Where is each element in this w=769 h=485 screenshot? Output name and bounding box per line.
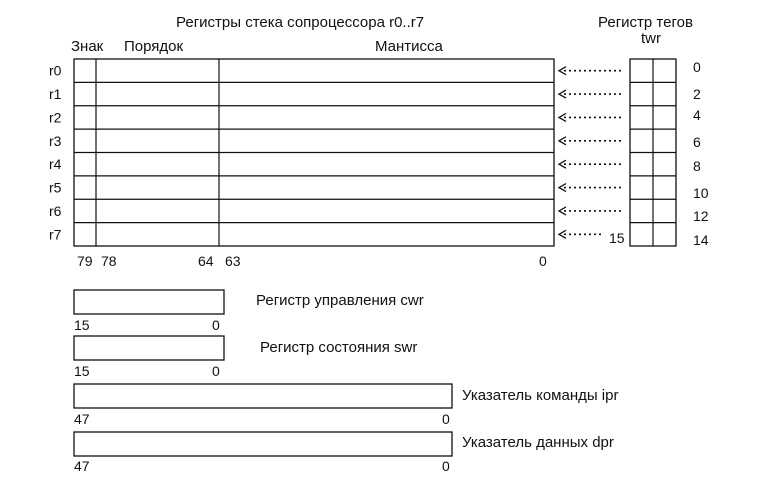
dpr-register-label: Указатель данных dpr <box>462 434 614 451</box>
tag-link-arrow-r2 <box>557 112 622 123</box>
dpr-bit-0-label: 0 <box>442 458 450 474</box>
ipr-register-label: Указатель команды ipr <box>462 387 618 404</box>
stack-row-label-r2: r2 <box>49 109 62 125</box>
tag-link-arrow-r5 <box>557 182 622 193</box>
stack-register-grid <box>73 58 555 247</box>
tag-register-grid <box>629 58 677 247</box>
field-exponent-label: Порядок <box>124 38 184 55</box>
stack-row-label-r5: r5 <box>49 180 62 196</box>
cwr-register-label: Регистр управления cwr <box>256 292 424 309</box>
tag-link-arrow-r1 <box>557 89 622 99</box>
tag-register-title: Регистр тегов <box>598 14 693 31</box>
tag-number-label: 2 <box>693 86 701 102</box>
ipr-bit-0-label: 0 <box>442 411 450 427</box>
stack-row-label-r3: r3 <box>49 133 62 149</box>
tag-link-arrow-r4 <box>557 159 622 169</box>
bit-63-label: 63 <box>225 253 241 269</box>
swr-bit-15-label: 15 <box>74 363 90 379</box>
bit-78-label: 78 <box>101 253 117 269</box>
stack-row-label-r0: r0 <box>49 63 62 79</box>
cwr-bit-0-label: 0 <box>212 317 220 333</box>
tag-number-label: 10 <box>693 185 709 201</box>
swr-register-label: Регистр состояния swr <box>260 339 417 356</box>
bit-0-label: 0 <box>539 253 547 269</box>
tag-link-arrow-r3 <box>557 136 622 146</box>
stack-row-label-r4: r4 <box>49 156 62 172</box>
stack-row-label-r7: r7 <box>49 226 62 242</box>
swr-register-box <box>73 335 225 361</box>
bit-79-label: 79 <box>77 253 93 269</box>
tag-number-label: 14 <box>693 232 709 248</box>
tag-link-arrow-r0 <box>557 66 622 76</box>
field-sign-label: Знак <box>71 38 104 55</box>
tag-link-arrow-r6 <box>557 206 622 216</box>
cwr-register-box <box>73 289 225 315</box>
tag-number-label: 0 <box>693 59 701 75</box>
stack-title: Регистры стека сопроцессора r0..r7 <box>176 14 424 31</box>
tag-number-label: 6 <box>693 134 701 150</box>
cwr-bit-15-label: 15 <box>74 317 90 333</box>
swr-bit-0-label: 0 <box>212 363 220 379</box>
stack-row-label-r1: r1 <box>49 86 62 102</box>
tag-number-label: 8 <box>693 158 701 174</box>
tag-link-arrow-r7 <box>557 229 604 239</box>
ipr-register-box <box>73 383 453 409</box>
dpr-bit-47-label: 47 <box>74 458 90 474</box>
bit-64-label: 64 <box>198 253 214 269</box>
tag-register-subtitle: twr <box>641 30 661 47</box>
tag-bit-15-label: 15 <box>609 230 625 246</box>
stack-row-label-r6: r6 <box>49 203 62 219</box>
tag-number-label: 12 <box>693 208 709 224</box>
tag-number-label: 4 <box>693 107 701 123</box>
ipr-bit-47-label: 47 <box>74 411 90 427</box>
dpr-register-box <box>73 431 453 457</box>
field-mantissa-label: Мантисса <box>375 38 444 55</box>
